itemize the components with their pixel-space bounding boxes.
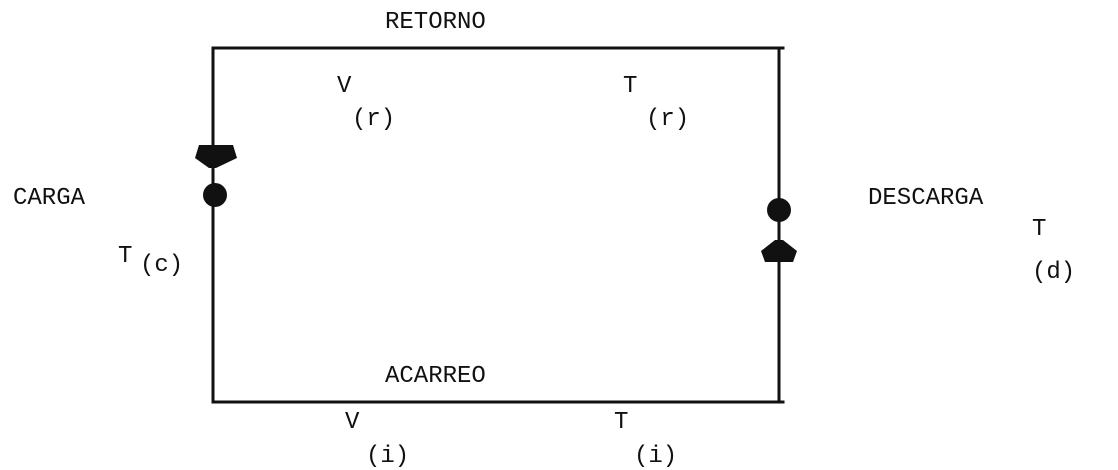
v-haul-symbol: V: [345, 409, 360, 436]
t-load-subscript: (c): [140, 252, 183, 279]
unload-point-dot: [767, 198, 791, 222]
left-label-carga: CARGA: [13, 185, 86, 212]
t-unload-symbol: T: [1032, 216, 1046, 243]
t-unload-subscript: (d): [1032, 259, 1075, 286]
load-arrow-down-icon: [195, 145, 237, 168]
t-haul-symbol: T: [614, 409, 628, 436]
right-label-descarga: DESCARGA: [868, 185, 984, 212]
unload-arrow-up-icon: [761, 240, 797, 262]
t-load-symbol: T: [118, 243, 132, 270]
top-label-retorno: RETORNO: [385, 9, 486, 36]
v-return-symbol: V: [337, 73, 352, 100]
t-haul-subscript: (i): [634, 443, 677, 470]
t-return-symbol: T: [623, 73, 637, 100]
v-haul-subscript: (i): [366, 443, 409, 470]
v-return-subscript: (r): [352, 106, 395, 133]
load-point-dot: [203, 183, 227, 207]
bottom-label-acarreo: ACARREO: [385, 363, 486, 390]
t-return-subscript: (r): [646, 106, 689, 133]
